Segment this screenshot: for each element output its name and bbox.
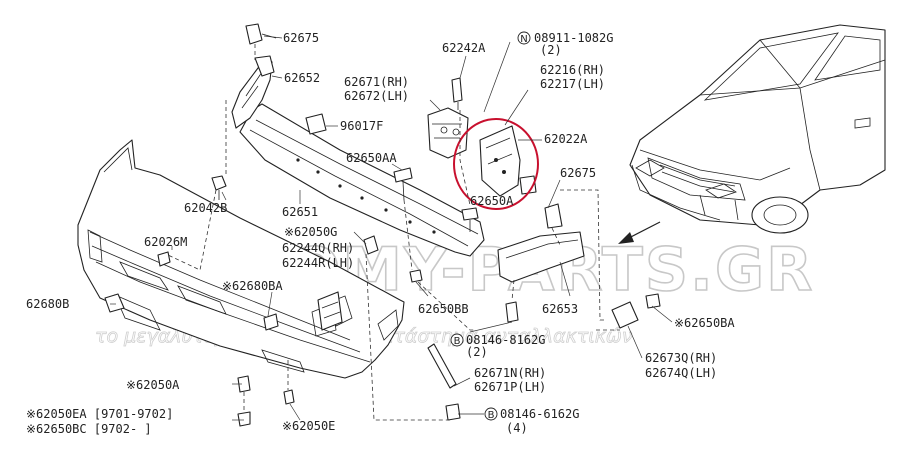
- label-62680B: 62680B: [26, 297, 69, 311]
- label-62050A: ※62050A: [126, 378, 180, 392]
- label-62675-top: 62675: [283, 31, 319, 45]
- label-08146b-code: 08146-6162G: [500, 407, 579, 421]
- label-62673Q: 62673Q(RH): [645, 351, 717, 365]
- label-08911-code: 08911-1082G: [534, 31, 613, 45]
- clip-62675-right: [544, 203, 563, 229]
- bottom-fasteners: [237, 375, 295, 427]
- small-clips: [157, 251, 279, 331]
- label-62042B: 62042B: [184, 201, 227, 215]
- mark-B-1: B: [454, 336, 461, 347]
- label-62022A: 62022A: [544, 132, 588, 146]
- label-96017F: 96017F: [340, 119, 383, 133]
- bolt-62650AA: [393, 167, 413, 201]
- direction-arrow: [618, 221, 661, 244]
- label-62026M: 62026M: [144, 235, 187, 249]
- label-62652: 62652: [284, 71, 320, 85]
- leader-lines: [110, 35, 673, 421]
- screw-08146-upper: [505, 301, 519, 323]
- left-side-bracket: [231, 23, 277, 129]
- label-08146b-qty: (4): [506, 421, 528, 435]
- bracket-62244Q: [317, 235, 379, 331]
- label-08146a-code: 08146-8162G: [466, 333, 545, 347]
- label-08146a-qty: (2): [466, 345, 488, 359]
- label-62217: 62217(LH): [540, 77, 605, 91]
- stay-rod-62671N: [427, 343, 461, 421]
- label-62650AA: 62650AA: [346, 151, 397, 165]
- center-bracket: [427, 77, 469, 159]
- label-62244R: 62244R(LH): [282, 256, 354, 270]
- bumper-reinforcement: [239, 103, 485, 257]
- label-62672: 62672(LH): [344, 89, 409, 103]
- highlight-circle: [453, 118, 539, 210]
- clip-96017F: [305, 113, 327, 135]
- label-62680BA: ※62680BA: [222, 279, 283, 293]
- bracket-62673Q: [611, 293, 661, 329]
- assembly-lines: [167, 44, 620, 421]
- bumper-side-bracket: [453, 118, 539, 210]
- label-62050EA: ※62050EA [9701-9702]: [26, 407, 173, 421]
- label-62674Q: 62674Q(LH): [645, 366, 717, 380]
- label-62244Q: 62244Q(RH): [282, 241, 354, 255]
- label-62650A: 62650A: [470, 194, 514, 208]
- nut-62042B: [211, 175, 227, 200]
- label-62650BB: 62650BB: [418, 302, 469, 316]
- label-62650BA: ※62650BA: [674, 316, 735, 330]
- bolt-62650A: [461, 207, 479, 232]
- side-fascia-62653: [497, 231, 585, 283]
- label-62242A: 62242A: [442, 41, 486, 55]
- truck-illustration: [629, 24, 886, 234]
- label-62671P: 62671P(LH): [474, 380, 546, 394]
- label-62651: 62651: [282, 205, 318, 219]
- label-62671: 62671(RH): [344, 75, 409, 89]
- mark-B-2: B: [488, 410, 495, 421]
- part-labels: 62675 62652 96017F 62242A 08911-1082G (2…: [26, 31, 735, 436]
- bolt-62650BB: [409, 269, 423, 283]
- label-62675-mid: 62675: [560, 166, 596, 180]
- label-08911-qty: (2): [540, 43, 562, 57]
- label-62650BC: ※62650BC [9702- ]: [26, 422, 152, 436]
- label-62671N: 62671N(RH): [474, 366, 546, 380]
- label-62050E: ※62050E: [282, 419, 335, 433]
- circled-marks: N B B: [450, 31, 531, 421]
- label-62050G: ※62050G: [284, 225, 337, 239]
- mark-N: N: [520, 34, 527, 45]
- label-62216: 62216(RH): [540, 63, 605, 77]
- label-62653: 62653: [542, 302, 578, 316]
